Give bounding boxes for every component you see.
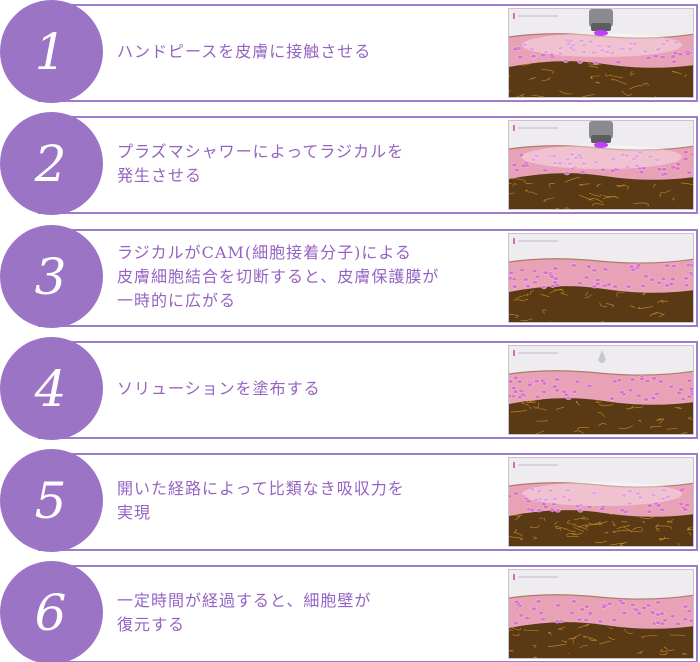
step-3: 3 ラジカルがCAM(細胞接着分子)による 皮膚細胞結合を切断すると、皮膚保護膜… <box>0 225 700 328</box>
step-number: 2 <box>34 134 67 193</box>
step-number-badge: 6 <box>0 561 103 662</box>
step-1: 1 ハンドピースを皮膚に接触させる <box>0 0 700 103</box>
step-2: 2 プラズマシャワーによってラジカルを 発生させる <box>0 112 700 215</box>
step-illustration <box>508 8 694 98</box>
step-number-badge: 2 <box>0 112 103 215</box>
step-illustration <box>508 120 694 210</box>
step-description: ソリューションを塗布する <box>117 378 321 398</box>
step-5: 5 開いた経路によって比類なき吸収力を 実現 <box>0 449 700 552</box>
step-6: 6 一定時間が経過すると、細胞壁が 復元する <box>0 561 700 662</box>
step-description: 一定時間が経過すると、細胞壁が 復元する <box>117 590 372 634</box>
step-number-badge: 5 <box>0 449 103 552</box>
step-illustration <box>508 345 694 435</box>
step-number-badge: 1 <box>0 0 103 103</box>
step-number-badge: 4 <box>0 337 103 440</box>
step-4: 4 ソリューションを塗布する <box>0 337 700 440</box>
step-description: 開いた経路によって比類なき吸収力を 実現 <box>117 478 405 522</box>
step-description: ハンドピースを皮膚に接触させる <box>117 41 372 61</box>
step-number: 5 <box>34 471 67 530</box>
step-number-badge: 3 <box>0 225 103 328</box>
step-description: プラズマシャワーによってラジカルを 発生させる <box>117 141 405 185</box>
step-description: ラジカルがCAM(細胞接着分子)による 皮膚細胞結合を切断すると、皮膚保護膜が … <box>117 242 440 310</box>
step-number: 6 <box>34 583 67 642</box>
step-number: 4 <box>34 359 67 418</box>
step-illustration <box>508 457 694 547</box>
step-number: 1 <box>34 22 67 81</box>
step-illustration <box>508 569 694 659</box>
step-illustration <box>508 233 694 323</box>
step-number: 3 <box>34 247 67 306</box>
